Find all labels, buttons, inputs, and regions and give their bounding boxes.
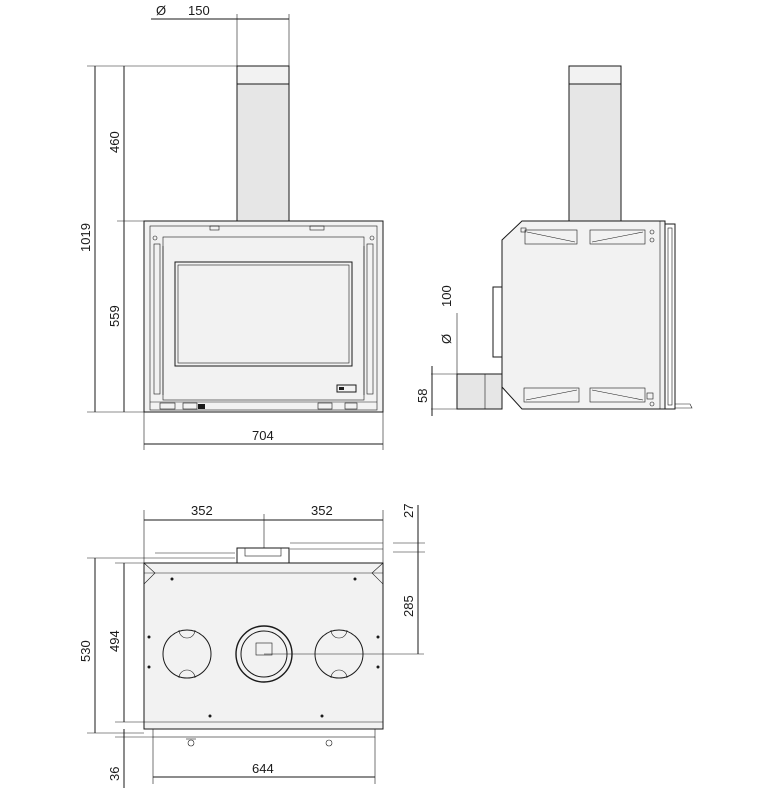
front-glass-window — [174, 261, 353, 367]
dim-body-height: 559 — [107, 305, 122, 327]
front-flue-pipe — [236, 65, 290, 223]
side-top-vent-left — [524, 229, 578, 245]
dim-top-depth-total: 530 — [78, 640, 93, 662]
front-dimensions: Ø 150 1019 460 559 704 — [78, 3, 384, 450]
dim-bottom-offset: 36 — [107, 767, 122, 781]
dim-top-half-left: 352 — [191, 503, 213, 518]
dim-side-duct-diameter: 100 — [439, 285, 454, 307]
front-flue-collar — [236, 65, 290, 85]
front-door-frame — [162, 236, 365, 401]
dim-flue-height: 460 — [107, 131, 122, 153]
dim-front-width: 704 — [252, 428, 274, 443]
top-dimensions: 352 352 27 285 530 494 36 644 — [78, 503, 425, 788]
front-view — [143, 65, 384, 413]
dim-flue-diameter-symbol: Ø — [156, 3, 166, 18]
dim-top-depth-body: 494 — [107, 630, 122, 652]
dim-total-height: 1019 — [78, 223, 93, 252]
front-body — [143, 220, 384, 413]
dim-side-duct-height: 58 — [415, 389, 430, 403]
side-view — [456, 65, 693, 410]
dim-bottom-width: 644 — [252, 761, 274, 776]
side-bottom-vent-left — [523, 387, 580, 403]
side-air-duct — [456, 373, 503, 410]
top-knockout-left — [162, 629, 212, 679]
side-top-vent-right — [589, 229, 646, 245]
side-flue-pipe — [568, 65, 622, 223]
top-view — [143, 542, 384, 747]
dim-top-half-right: 352 — [311, 503, 333, 518]
top-body — [143, 562, 384, 730]
side-dimensions: 58 Ø 100 — [415, 285, 458, 416]
dim-side-duct-diameter-symbol: Ø — [439, 334, 454, 344]
dim-top-to-center: 285 — [401, 595, 416, 617]
side-body — [501, 220, 666, 410]
dim-flue-diameter: 150 — [188, 3, 210, 18]
top-base-strip — [152, 728, 376, 738]
side-bottom-vent-right — [589, 387, 646, 403]
dim-top-offset: 27 — [401, 504, 416, 518]
side-handle — [492, 286, 503, 358]
front-logo-plate — [336, 384, 357, 393]
